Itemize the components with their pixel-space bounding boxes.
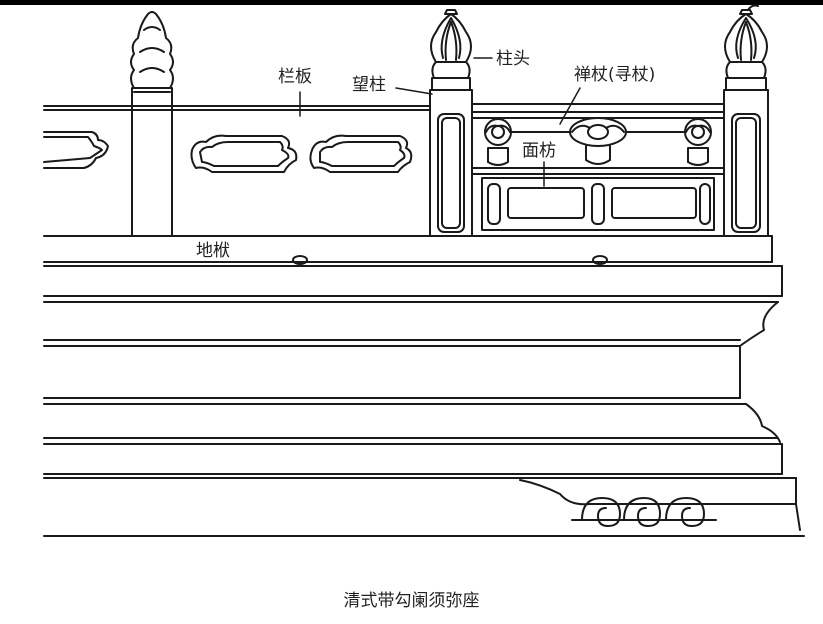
cloud-opening-2 (309, 134, 413, 173)
cloud-opening-1 (190, 134, 298, 173)
wangzhu-post (429, 9, 473, 237)
label-difu: 地栿 (196, 241, 230, 261)
mianfang-panel (471, 167, 725, 231)
label-zhutou: 柱头 (496, 49, 530, 69)
label-lanban: 栏板 (278, 67, 312, 87)
figure-caption: 清式带勾阑须弥座 (343, 591, 480, 611)
solid-balustrade-panel (43, 105, 431, 169)
sumeru-base (43, 265, 805, 537)
difu-sill (43, 235, 773, 265)
top-border (0, 0, 823, 5)
label-mianfang: 面枋 (522, 141, 556, 161)
chanzhang-rail (471, 103, 725, 166)
leader-lines (299, 57, 581, 187)
label-wangzhu: 望柱 (352, 75, 386, 95)
left-post (130, 11, 174, 237)
label-chanzhang: 禅杖(寻杖) (574, 65, 655, 85)
right-post (723, 4, 769, 237)
